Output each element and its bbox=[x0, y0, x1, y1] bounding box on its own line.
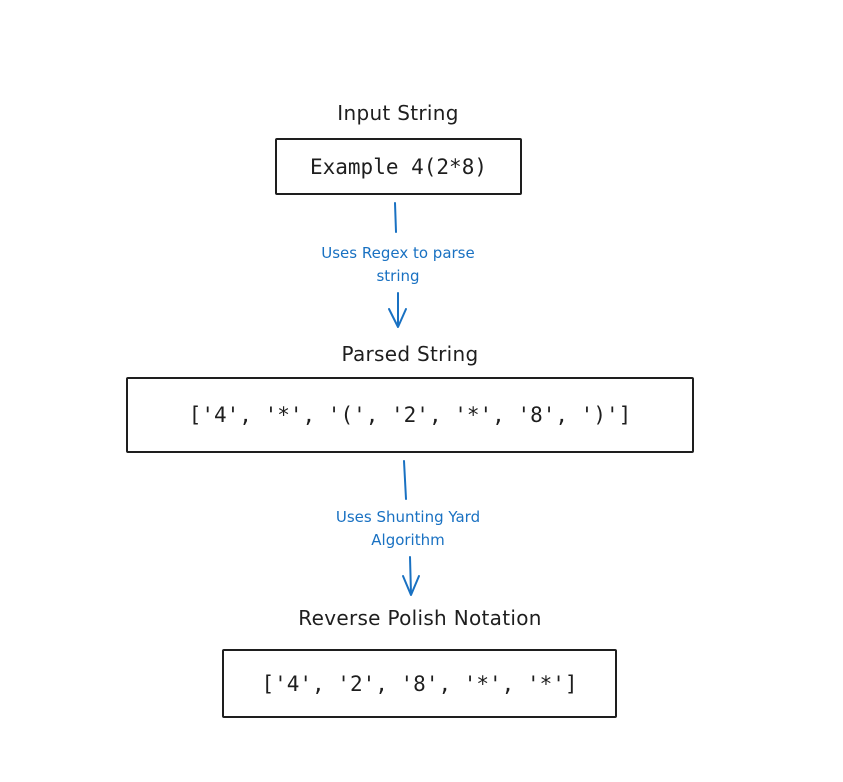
edge-1-label-line-2: string bbox=[376, 267, 420, 285]
parsed-string-value: ['4', '*', '(', '2', '*', '8', ')'] bbox=[188, 403, 632, 427]
edge-2-arrowhead bbox=[402, 575, 420, 596]
edge-2-label-line-1: Uses Shunting Yard bbox=[335, 508, 481, 526]
input-string-value: Example 4(2*8) bbox=[309, 154, 487, 179]
edge-2-label: Uses Shunting Yard Algorithm bbox=[336, 506, 480, 552]
parsed-string-title: Parsed String bbox=[341, 342, 479, 366]
edge-2-line-top bbox=[403, 460, 407, 500]
edge-1-line-top bbox=[394, 202, 397, 233]
edge-1-label: Uses Regex to parse string bbox=[321, 242, 474, 288]
edge-1-arrowhead bbox=[388, 308, 407, 328]
parsed-string-box: ['4', '*', '(', '2', '*', '8', ')'] bbox=[126, 377, 694, 453]
rpn-box: ['4', '2', '8', '*', '*'] bbox=[222, 649, 617, 718]
input-string-box: Example 4(2*8) bbox=[275, 138, 522, 195]
edge-1-label-line-1: Uses Regex to parse bbox=[321, 244, 475, 262]
rpn-value: ['4', '2', '8', '*', '*'] bbox=[261, 671, 578, 696]
edge-2-line-bottom bbox=[409, 556, 412, 595]
rpn-title: Reverse Polish Notation bbox=[298, 606, 542, 630]
edge-2-label-line-2: Algorithm bbox=[371, 531, 445, 549]
input-string-title: Input String bbox=[337, 101, 459, 125]
